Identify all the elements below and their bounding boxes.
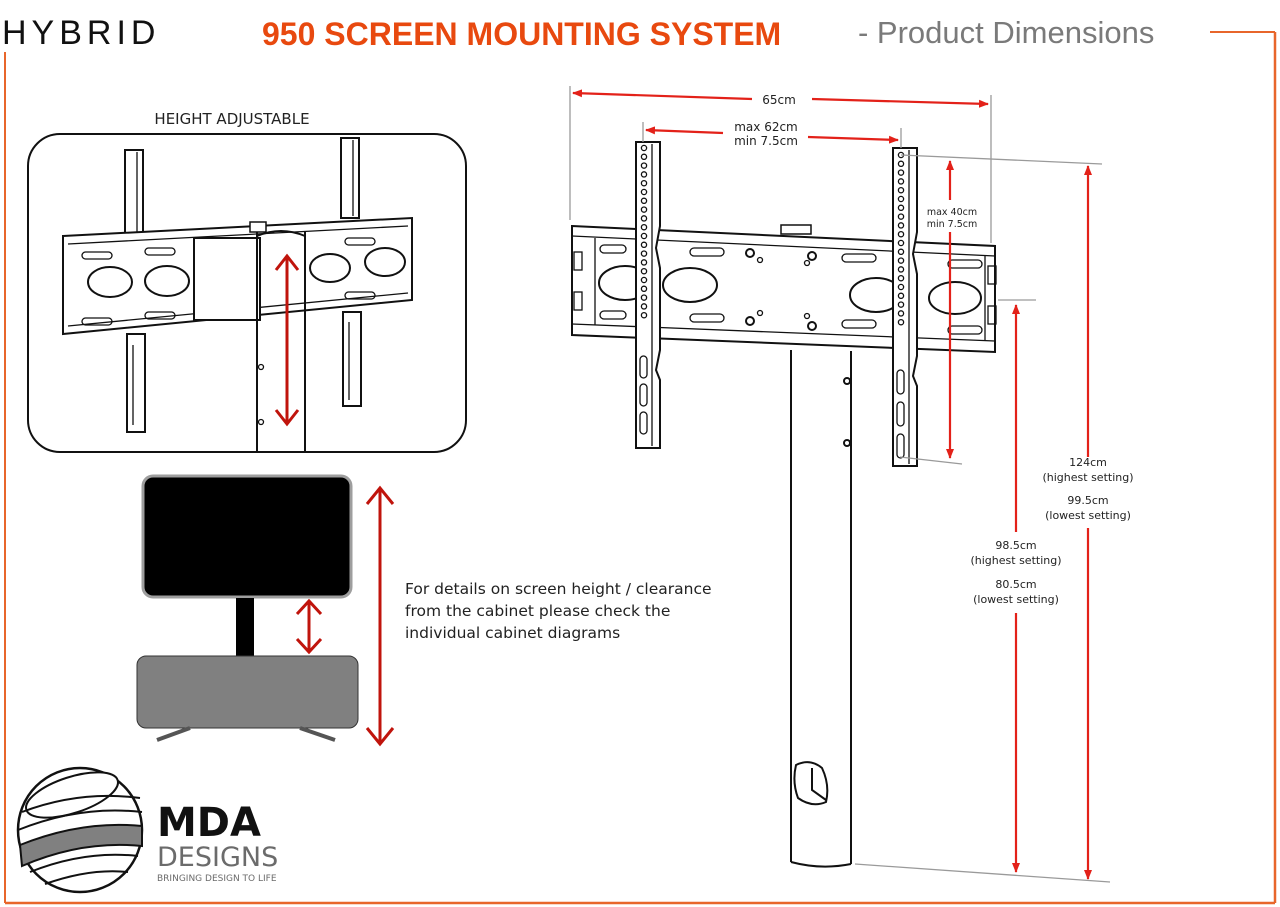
bracket-spacing-min-label: min 7.5cm [734,134,798,148]
adjustment-hole [640,276,648,284]
adjustment-hole [897,230,905,238]
adjustment-hole [640,241,648,249]
adjustment-hole [897,160,905,168]
adjustment-hole [640,188,648,196]
adjustment-hole [640,153,648,161]
adjustment-hole [640,311,648,319]
note-line: from the cabinet please check the [405,602,670,620]
adjustment-hole [897,195,905,203]
sphere-logo-icon [16,766,144,894]
clearance-note: For details on screen height / clearance… [405,580,712,642]
adjustment-hole [897,222,905,229]
plate-height-high-note: (highest setting) [970,554,1061,567]
adjustment-hole [640,215,648,222]
note-line: individual cabinet diagrams [405,624,620,642]
adjustment-hole [897,274,905,282]
overall-width-label: 65cm [762,93,796,107]
bracket-spacing-max-label: max 62cm [734,120,798,134]
adjustment-hole [640,171,648,178]
adjustment-hole [640,223,648,231]
logo-name: MDA [157,800,261,846]
adjustment-hole [640,162,648,169]
logo-designs: DESIGNS [157,842,278,873]
adjustment-hole [897,213,905,220]
mount-drawing [569,86,1111,883]
adjustment-hole [640,303,648,310]
adjustment-hole [897,292,905,300]
adjustment-hole [640,179,648,187]
height-adjustable-inset [27,133,467,453]
bracket-height-min-label: min 7.5cm [927,219,978,230]
adjustment-hole [640,259,648,266]
plate-height-low-label: 80.5cm [995,578,1036,591]
plate-height-high-label: 98.5cm [995,539,1036,552]
top-height-low-label: 99.5cm [1067,494,1108,507]
page-subtitle: - Product Dimensions [858,15,1154,50]
adjustment-hole [640,197,648,205]
adjustment-hole [640,206,648,213]
adjustment-hole [640,250,648,257]
adjustment-hole [640,294,648,301]
logo-tagline: BRINGING DESIGN TO LIFE [157,874,277,884]
adjustment-hole [897,257,905,264]
adjustment-hole [897,310,905,317]
adjustment-hole [897,318,905,326]
adjustment-hole [897,178,905,185]
adjustment-hole [897,248,905,256]
brand-logo: HYBRID [2,14,160,52]
adjustment-hole [897,239,905,247]
dimension-labels: 65cm max 62cm min 7.5cm max 40cm min 7.5… [734,93,1133,606]
dimension-arrows [572,89,1092,880]
bracket-height-max-label: max 40cm [927,207,977,218]
adjustment-hole [897,169,905,176]
note-line: For details on screen height / clearance [405,580,712,598]
adjustment-hole [897,283,905,291]
page-title: 950 SCREEN MOUNTING SYSTEM [262,16,781,52]
adjustment-hole [897,301,905,308]
adjustment-hole [640,285,648,293]
inset-label: HEIGHT ADJUSTABLE [154,110,309,128]
tv-cabinet-illustration [136,474,395,747]
top-height-low-note: (lowest setting) [1045,509,1131,522]
plate-height-low-note: (lowest setting) [973,593,1059,606]
mda-logo: MDA DESIGNS BRINGING DESIGN TO LIFE [16,766,278,894]
adjustment-hole [640,144,648,152]
adjustment-hole [640,267,648,275]
top-height-high-note: (highest setting) [1042,471,1133,484]
adjustment-hole [640,232,648,240]
top-height-high-label: 124cm [1069,456,1107,469]
adjustment-hole [897,266,905,273]
page-frame [4,31,1277,905]
adjustment-hole [897,186,905,194]
adjustment-hole [897,204,905,212]
